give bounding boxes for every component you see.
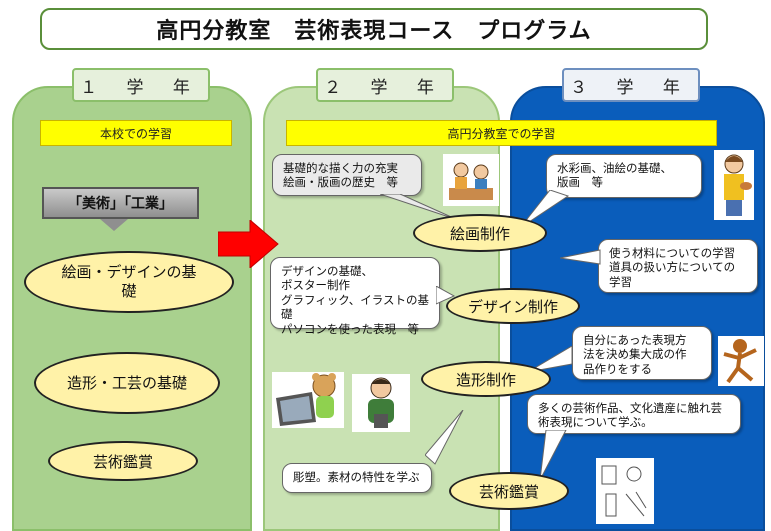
expression-callout: 自分にあった表現方 法を決め集大成の作 品作りをする	[572, 326, 712, 380]
children-drawing-illustration	[443, 154, 499, 206]
bear-computer-illustration	[272, 372, 344, 428]
appreciation-year1: 芸術鑑賞	[48, 441, 198, 481]
girl-painting-illustration	[714, 150, 754, 220]
materials-callout: 使う材料についての学習 道具の扱い方についての 学習	[598, 239, 758, 293]
appreciation-year2-3: 芸術鑑賞	[449, 472, 569, 510]
artworks-callout-tail	[540, 430, 567, 481]
subjects-label: 「美術」「工業」	[42, 187, 199, 219]
expression-callout-tail	[528, 346, 573, 373]
branch-school-bar: 高円分教室での学習	[286, 120, 717, 146]
year3-tab: ３ 学 年	[562, 68, 700, 102]
painting-design-basics-text: 絵画・デザインの基礎	[61, 263, 197, 300]
sculpture-craft-basics: 造形・工芸の基礎	[34, 352, 220, 414]
subjects-label-tip	[100, 219, 128, 231]
page-title: 高円分教室 芸術表現コース プログラム	[40, 8, 708, 50]
watercolor-callout: 水彩画、油絵の基礎、 版画 等	[546, 154, 702, 198]
art-tools-illustration	[596, 458, 654, 524]
watercolor-callout-tail	[520, 190, 570, 229]
drawing-callout: 基礎的な描く力の充実 絵画・版画の歴史 等	[272, 154, 422, 196]
progress-arrow-icon	[218, 220, 279, 268]
drawing-callout-tail	[380, 194, 459, 221]
artworks-callout: 多くの芸術作品、文化遺産に触れ芸 術表現について学ぶ。	[527, 394, 741, 434]
painting-design-basics: 絵画・デザインの基礎	[24, 251, 234, 313]
sculpture-callout-tail	[425, 410, 464, 465]
boy-sculpting-illustration	[352, 374, 410, 432]
modeling-production: 造形制作	[421, 361, 551, 397]
year2-tab: ２ 学 年	[316, 68, 454, 102]
materials-callout-tail	[560, 249, 601, 265]
year1-tab: １ 学 年	[72, 68, 210, 102]
sculpture-callout: 彫塑。素材の特性を学ぶ	[282, 463, 432, 493]
painting-production: 絵画制作	[413, 214, 547, 252]
design-production: デザイン制作	[446, 288, 580, 324]
design-callout: デザインの基礎、 ポスター制作 グラフィック、イラストの基礎 パソコンを使った表…	[270, 257, 440, 336]
main-school-bar: 本校での学習	[40, 120, 232, 146]
monkey-figure-illustration	[718, 336, 764, 386]
design-callout-tail	[436, 286, 456, 305]
sculpture-craft-basics-text: 造形・工芸の基礎	[67, 373, 188, 392]
